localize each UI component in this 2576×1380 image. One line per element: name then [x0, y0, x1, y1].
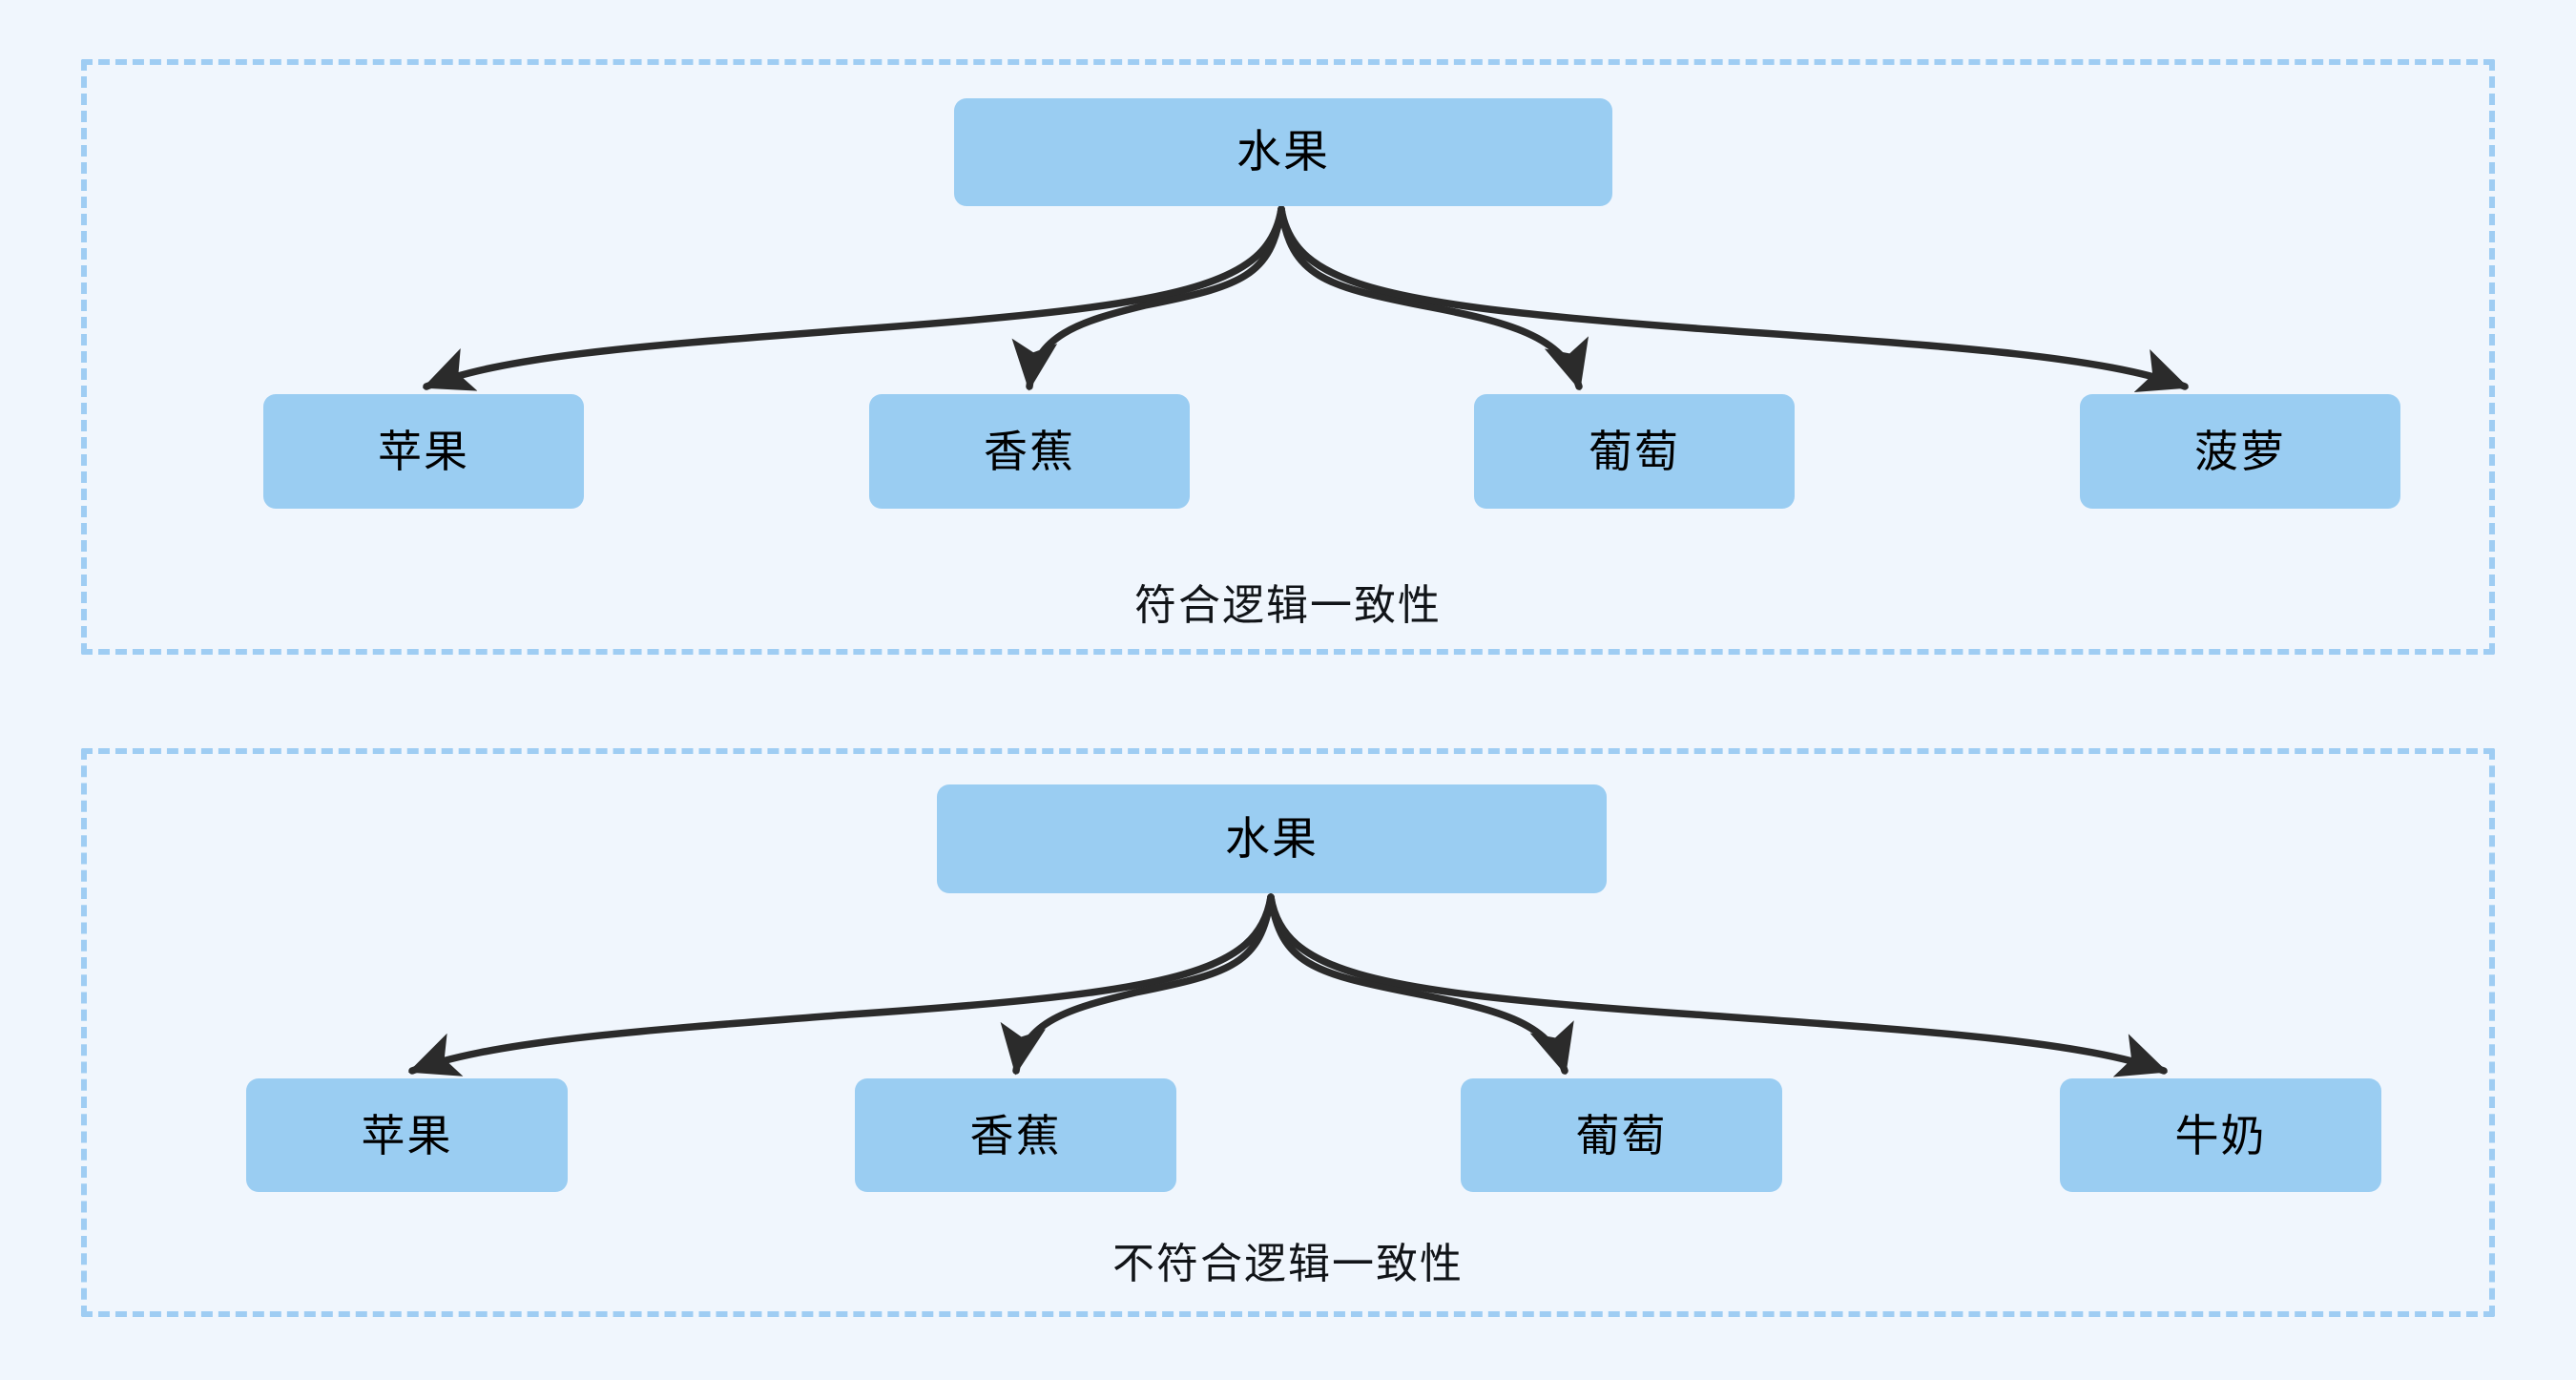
- node-label: 香蕉: [984, 426, 1075, 477]
- node-label: 菠萝: [2194, 426, 2286, 477]
- node-consistent-child-0[interactable]: 苹果: [263, 394, 584, 509]
- caption-inconsistent: 不符合逻辑一致性: [0, 1229, 2576, 1290]
- node-label: 牛奶: [2174, 1109, 2267, 1161]
- node-inconsistent-child-0[interactable]: 苹果: [246, 1078, 568, 1192]
- panel-consistent: [81, 59, 2495, 655]
- node-label: 香蕉: [969, 1109, 1062, 1161]
- caption-consistent: 符合逻辑一致性: [0, 571, 2576, 632]
- node-label: 苹果: [361, 1109, 453, 1161]
- node-label: 水果: [1236, 126, 1330, 178]
- panel-inconsistent: [81, 748, 2495, 1317]
- node-inconsistent-child-2[interactable]: 葡萄: [1461, 1078, 1782, 1192]
- node-consistent-root[interactable]: 水果: [954, 98, 1612, 206]
- node-label: 水果: [1225, 812, 1319, 866]
- node-label: 葡萄: [1589, 426, 1680, 477]
- node-label: 苹果: [378, 426, 469, 477]
- node-consistent-child-3[interactable]: 菠萝: [2080, 394, 2400, 509]
- node-consistent-child-2[interactable]: 葡萄: [1474, 394, 1795, 509]
- node-inconsistent-root[interactable]: 水果: [937, 784, 1607, 893]
- caption-text: 不符合逻辑一致性: [1112, 1240, 1464, 1288]
- caption-text: 符合逻辑一致性: [1134, 581, 1442, 630]
- node-consistent-child-1[interactable]: 香蕉: [869, 394, 1190, 509]
- node-inconsistent-child-3[interactable]: 牛奶: [2060, 1078, 2381, 1192]
- node-label: 葡萄: [1575, 1109, 1668, 1161]
- node-inconsistent-child-1[interactable]: 香蕉: [855, 1078, 1176, 1192]
